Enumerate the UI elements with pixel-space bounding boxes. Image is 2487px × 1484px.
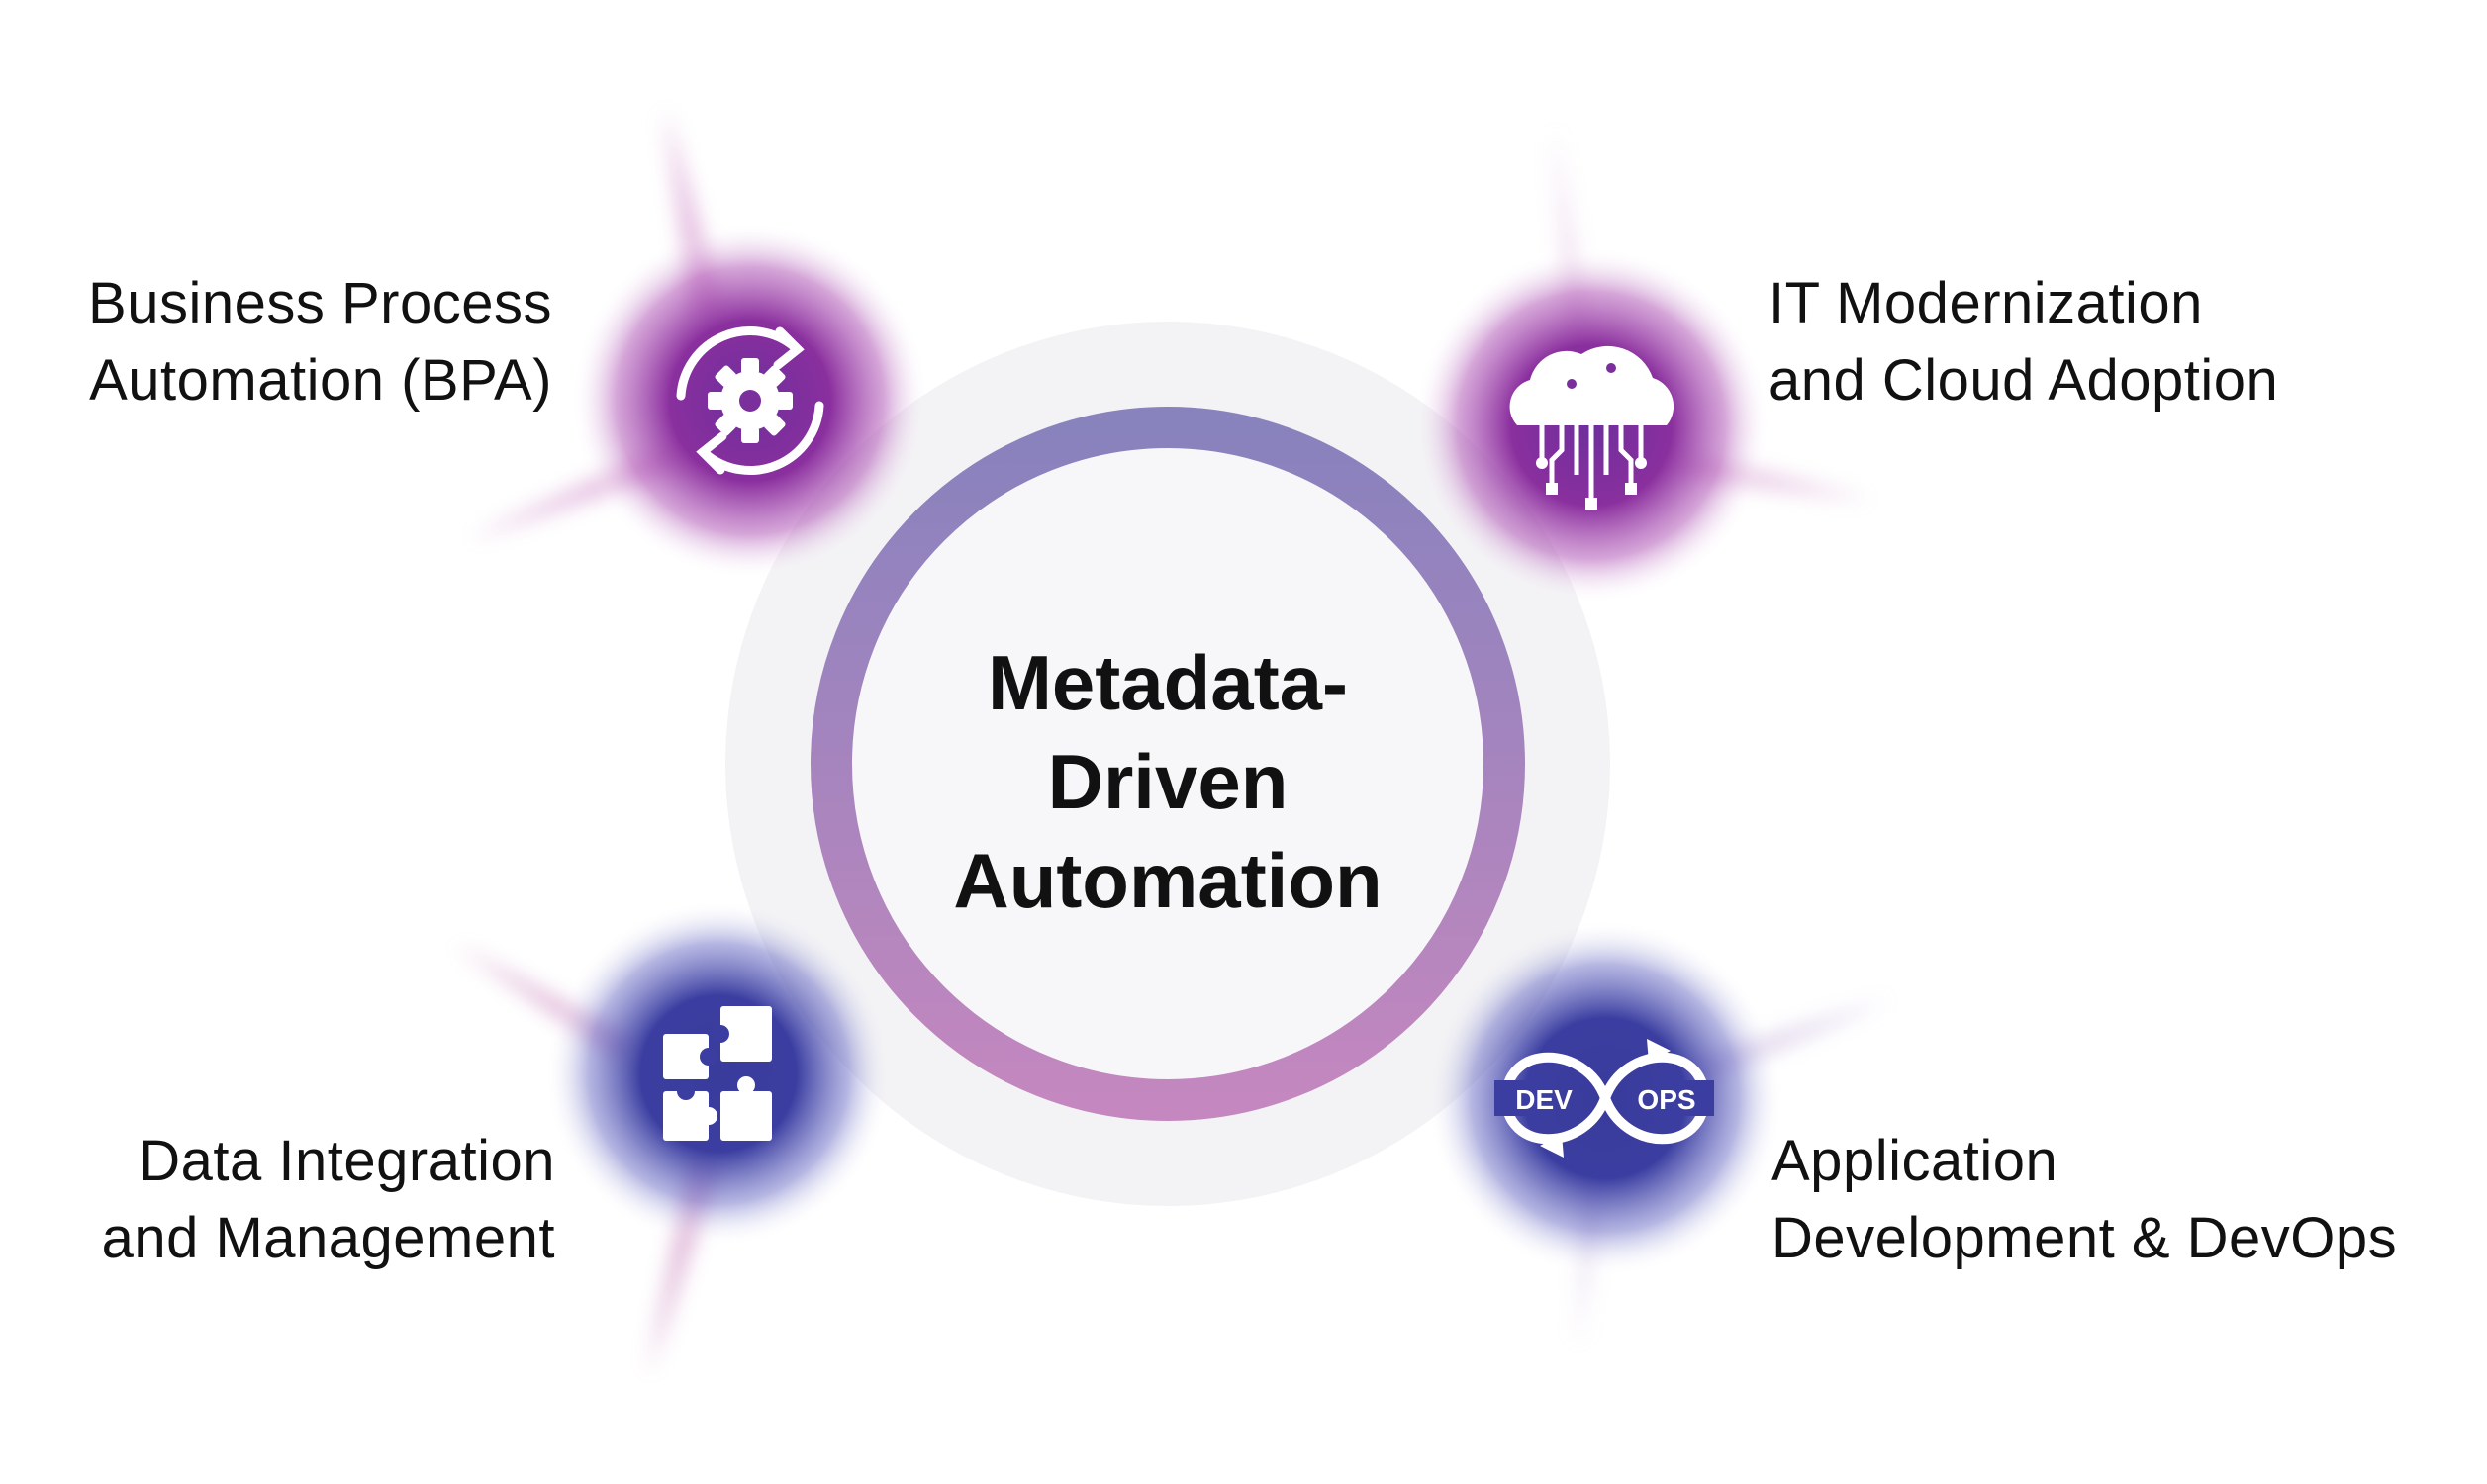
center-ring xyxy=(811,407,1525,1121)
it-cloud-label: IT Modernization and Cloud Adoption xyxy=(1769,265,2278,419)
devops-label-line-2: Development & DevOps xyxy=(1771,1206,2398,1270)
puzzle-icon xyxy=(663,1006,772,1141)
data-integration-label-line-2: and Management xyxy=(101,1206,555,1270)
center-title-line-1: Metadata- xyxy=(987,639,1349,726)
devops-icon-ops: OPS xyxy=(1637,1084,1695,1115)
data-glow xyxy=(545,900,892,1247)
devops-label-line-1: Application xyxy=(1771,1129,2058,1193)
devops-loop-icon: DEV OPS xyxy=(1494,1039,1714,1158)
bpa-label-line-2: Automation (BPA) xyxy=(89,348,552,413)
it-cloud-label-line-2: and Cloud Adoption xyxy=(1769,348,2279,413)
it-cloud-label-line-1: IT Modernization xyxy=(1769,271,2203,335)
data-integration-label: Data Integration and Management xyxy=(0,1123,555,1277)
bpa-label-line-1: Business Process xyxy=(88,271,552,335)
gear-cycle-icon xyxy=(676,326,824,475)
bpa-label: Business Process Automation (BPA) xyxy=(0,265,552,419)
devops-icon-dev: DEV xyxy=(1515,1084,1573,1115)
center-title-line-3: Automation xyxy=(953,837,1383,924)
cloud-circuit-icon xyxy=(1509,345,1674,510)
data-integration-label-line-1: Data Integration xyxy=(139,1129,555,1193)
center-title-line-2: Driven xyxy=(1047,738,1289,825)
devops-label: Application Development & DevOps xyxy=(1771,1123,2397,1277)
center-title: Metadata- Driven Automation xyxy=(871,633,1465,930)
